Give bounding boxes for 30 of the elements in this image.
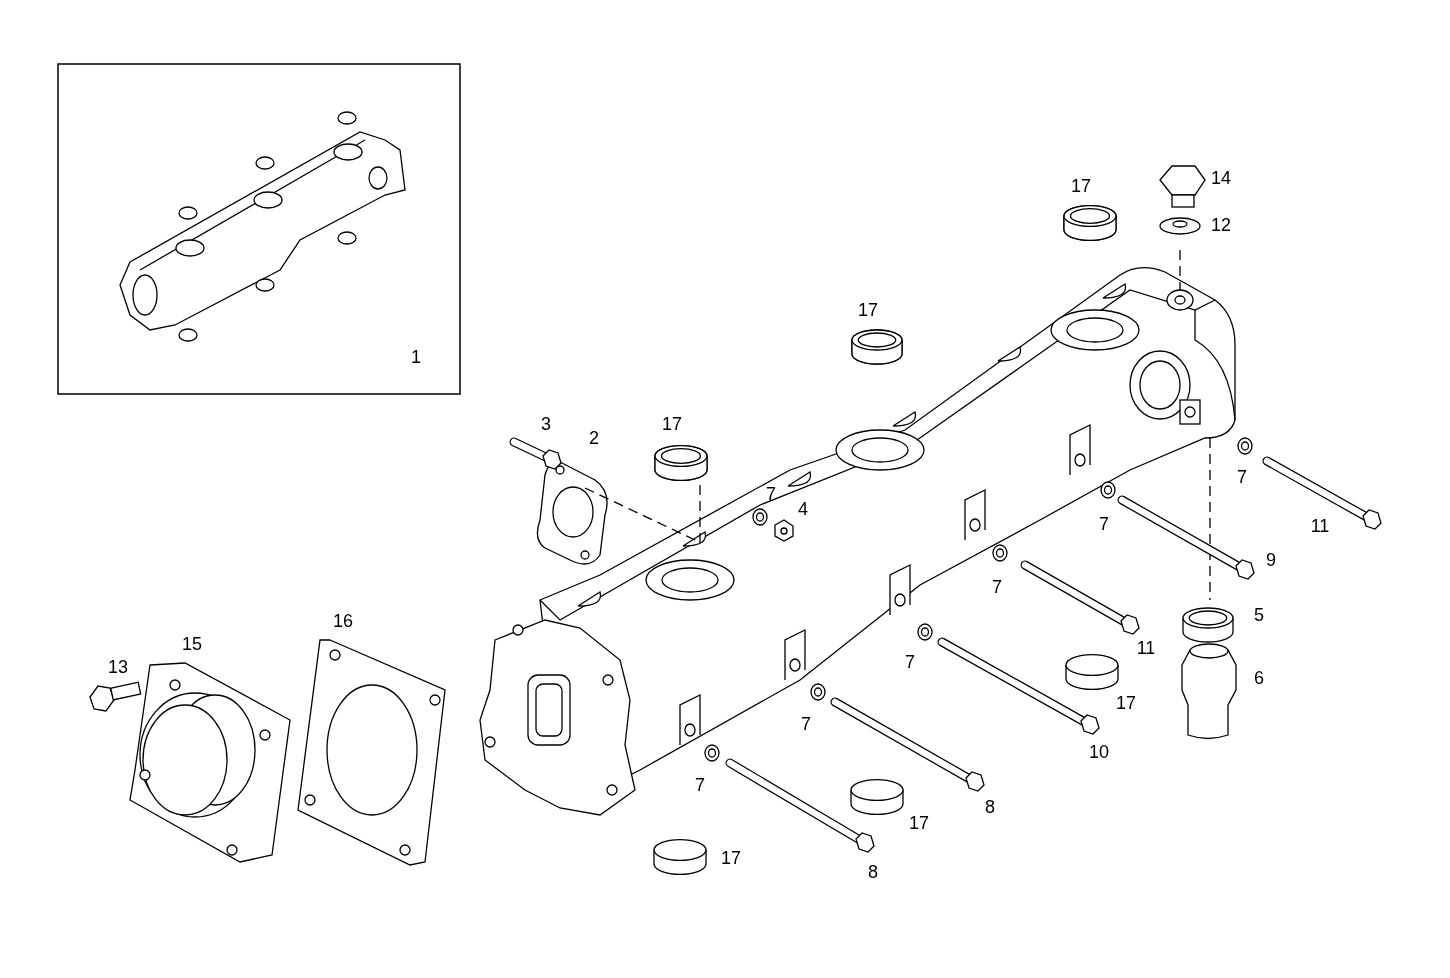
callout-number: 13 [108, 657, 128, 677]
callout-number: 11 [1310, 516, 1330, 536]
callout-number: 7 [695, 775, 705, 795]
callout-number: 11 [1136, 638, 1156, 658]
callout-number: 17 [1071, 176, 1091, 196]
callout-number: 17 [662, 414, 682, 434]
callout-number: 3 [541, 414, 551, 434]
callout-number: 17 [1116, 693, 1136, 713]
callout-number: 8 [985, 797, 995, 817]
callout-number: 6 [1254, 668, 1264, 688]
callout-number: 17 [858, 300, 878, 320]
callout-number: 10 [1089, 742, 1109, 762]
callout-number: 7 [1237, 467, 1247, 487]
callout-number: 12 [1211, 215, 1231, 235]
callout-number: 7 [1099, 514, 1109, 534]
callout-number: 9 [1266, 550, 1276, 570]
callout-number: 17 [909, 813, 929, 833]
callout-number: 7 [905, 652, 915, 672]
callout-number: 7 [766, 484, 776, 504]
callout-number: 14 [1211, 168, 1231, 188]
callout-number: 15 [182, 634, 202, 654]
callout-number: 7 [801, 714, 811, 734]
callout-number: 1 [411, 347, 421, 367]
callout-number: 4 [798, 499, 808, 519]
callout-number: 8 [868, 862, 878, 882]
callout-number: 2 [589, 428, 599, 448]
callout-number: 5 [1254, 605, 1264, 625]
callout-number: 7 [992, 577, 1002, 597]
callout-number: 16 [333, 611, 353, 631]
callout-number: 17 [721, 848, 741, 868]
